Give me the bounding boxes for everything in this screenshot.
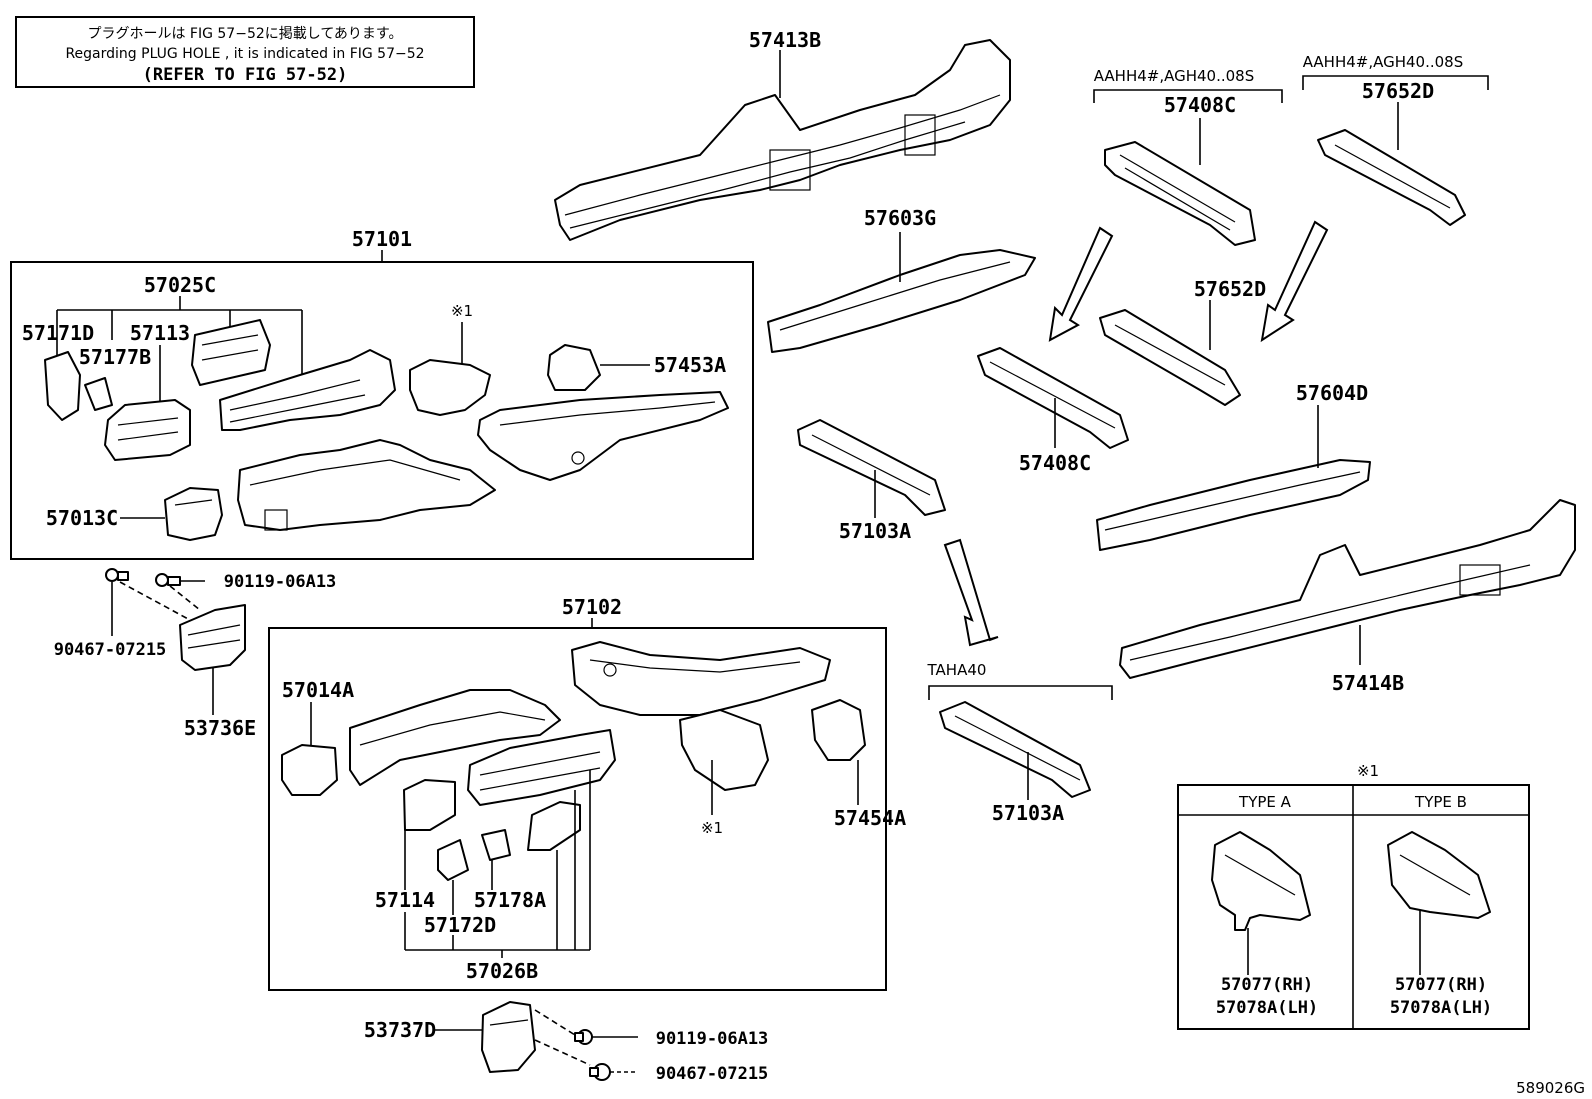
- label-57025C: 57025C: [144, 273, 216, 297]
- bolt-icon-90119-top: [155, 573, 169, 587]
- part-57408C-top: 57408C: [1104, 93, 1256, 246]
- arrow-up: [943, 538, 999, 647]
- part-57414B: 57414B: [1119, 499, 1576, 695]
- label-57454A: 57454A: [834, 806, 906, 830]
- label-57408C-top: 57408C: [1164, 93, 1236, 117]
- fasteners-upper: 90119-06A13 90467-07215 53736E: [54, 568, 337, 740]
- arrow-down-left-1: [1048, 226, 1114, 342]
- header-type-b: TYPE B: [1414, 793, 1467, 811]
- label-57604D: 57604D: [1296, 381, 1368, 405]
- bolt-icon-90467-top: [105, 568, 119, 582]
- note-line-japanese: プラグホールは FIG 57−52に掲載してあります。: [87, 26, 402, 42]
- label-90467-07215-top: 90467-07215: [54, 640, 167, 660]
- label-57603G: 57603G: [864, 206, 936, 230]
- label-90467-07215-bottom: 90467-07215: [656, 1064, 769, 1084]
- label-57408C-mid: 57408C: [1019, 451, 1091, 475]
- header-taha40: TAHA40: [927, 661, 987, 679]
- part-57604D: 57604D: [1096, 381, 1371, 551]
- label-57177B: 57177B: [79, 345, 151, 369]
- label-57026B: 57026B: [466, 959, 538, 983]
- label-57652D-top: 57652D: [1362, 79, 1434, 103]
- part-57103A-lower: [939, 701, 1091, 798]
- label-57171D: 57171D: [22, 321, 94, 345]
- label-53737D: 53737D: [364, 1018, 436, 1042]
- label-type-b-rh: 57077(RH): [1395, 975, 1487, 995]
- label-90119-06A13-top: 90119-06A13: [224, 572, 337, 592]
- arrow-down-left-2: [1260, 220, 1329, 343]
- part-57603G: 57603G: [767, 206, 1036, 353]
- label-57113: 57113: [130, 321, 190, 345]
- label-57014A: 57014A: [282, 678, 354, 702]
- label-type-a-lh: 57078A(LH): [1216, 998, 1318, 1018]
- label-57178A: 57178A: [474, 888, 546, 912]
- type-table: ※1 TYPE A TYPE B 57077(RH) 57078A(LH) 57…: [1177, 762, 1530, 1030]
- part-57652D-mid: 57652D: [1099, 277, 1266, 406]
- header-type-a: TYPE A: [1238, 793, 1292, 811]
- note-line-refer: (REFER TO FIG 57-52): [143, 65, 348, 85]
- assembly-57102: 57102 57014A ※1 57454A 57114 571: [268, 595, 906, 991]
- part-type-b: [1387, 831, 1491, 919]
- label-57172D: 57172D: [424, 913, 496, 937]
- ref-mark-type-table: ※1: [1357, 762, 1379, 780]
- label-57652D-mid: 57652D: [1194, 277, 1266, 301]
- header-aahh-right: AAHH4#,AGH40..08S: [1302, 53, 1489, 90]
- ref-mark-57101: ※1: [451, 302, 473, 320]
- part-57413B: 57413B: [554, 28, 1011, 241]
- header-aahh-right-text: AAHH4#,AGH40..08S: [1303, 53, 1464, 71]
- label-57101: 57101: [352, 227, 412, 251]
- label-57453A: 57453A: [654, 353, 726, 377]
- figure-code: 589026G: [1516, 1079, 1585, 1097]
- note-line-english: Regarding PLUG HOLE , it is indicated in…: [65, 46, 424, 62]
- part-57408C-mid: 57408C: [977, 347, 1129, 475]
- label-57102: 57102: [562, 595, 622, 619]
- part-57652D-top: 57652D: [1317, 79, 1466, 226]
- part-type-a: [1211, 831, 1311, 931]
- fasteners-lower: 53737D 90119-06A13 90467-07215: [364, 1001, 769, 1084]
- label-57114: 57114: [375, 888, 435, 912]
- label-57103A-lower: 57103A: [992, 801, 1064, 825]
- part-53736E: [179, 604, 246, 671]
- header-aahh-left: AAHH4#,AGH40..08S: [1093, 67, 1283, 103]
- assembly-57102-frame: [268, 627, 887, 991]
- assembly-57101: 57101 57025C 57171D 57113 57177B ※1: [10, 227, 754, 560]
- label-90119-06A13-bottom: 90119-06A13: [656, 1029, 769, 1049]
- assembly-57101-frame: [10, 261, 754, 560]
- part-53737D: [481, 1001, 536, 1073]
- label-57413B: 57413B: [749, 28, 821, 52]
- header-aahh-left-text: AAHH4#,AGH40..08S: [1094, 67, 1255, 85]
- label-type-a-rh: 57077(RH): [1221, 975, 1313, 995]
- label-57414B: 57414B: [1332, 671, 1404, 695]
- label-57103A-mid: 57103A: [839, 519, 911, 543]
- label-53736E: 53736E: [184, 716, 256, 740]
- note-box: [15, 16, 475, 88]
- taha40-group: TAHA40 57103A: [927, 661, 1113, 825]
- plug-hole-note: プラグホールは FIG 57−52に掲載してあります。 Regarding PL…: [15, 16, 475, 88]
- label-57013C: 57013C: [46, 506, 118, 530]
- part-57103A-mid: 57103A: [797, 419, 946, 543]
- label-type-b-lh: 57078A(LH): [1390, 998, 1492, 1018]
- ref-mark-57102: ※1: [701, 819, 723, 837]
